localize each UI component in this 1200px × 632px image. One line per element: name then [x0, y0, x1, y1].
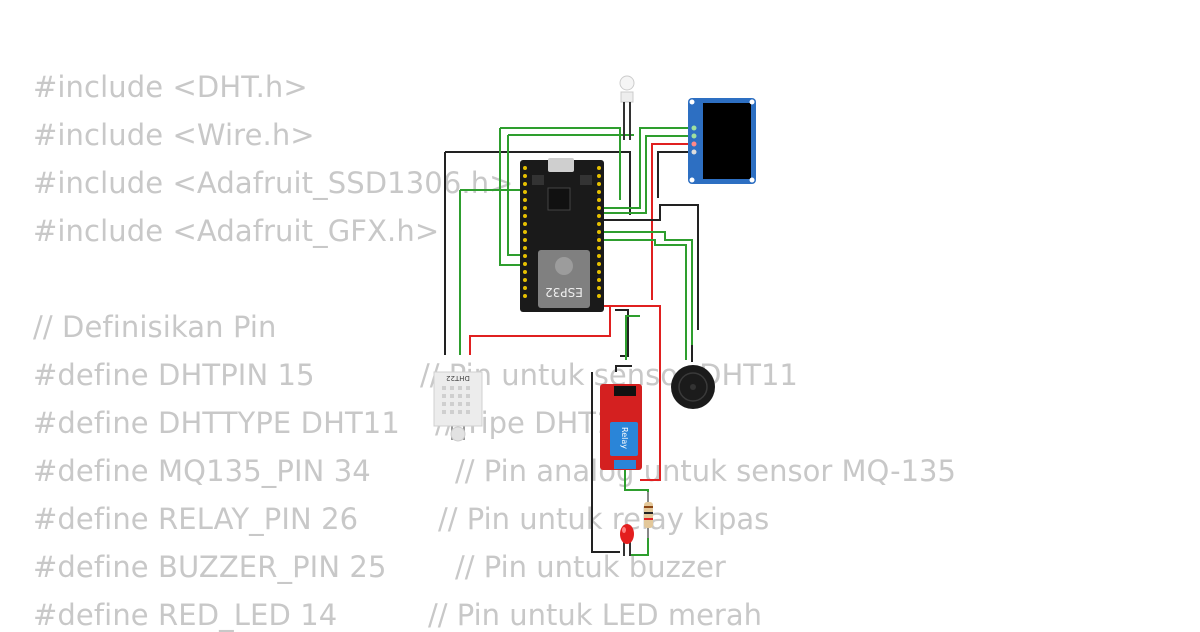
wire-green — [603, 127, 690, 209]
relay-module: Relay — [600, 384, 642, 470]
code-line: #define DHTTYPE DHT11 — [33, 406, 400, 440]
code-comment: // Pin analog untuk sensor MQ-135 — [455, 454, 956, 488]
pin-row-left — [523, 166, 527, 298]
wire-green — [603, 231, 693, 360]
code-line: #define DHTPIN 15 — [33, 358, 315, 392]
wire-green — [603, 239, 687, 360]
white-led — [619, 75, 635, 140]
code-line: #include <Adafruit_GFX.h> — [33, 214, 440, 248]
code-line: #include <DHT.h> — [33, 70, 308, 104]
code-line: #include <Adafruit_SSD1306.h> — [33, 166, 514, 200]
buzzer — [671, 345, 715, 409]
wire-black — [615, 309, 629, 357]
code-line: #define BUZZER_PIN 25 — [33, 550, 387, 584]
wire-green — [624, 470, 649, 556]
dht-sensor: DHT22 — [433, 371, 483, 442]
red-led — [620, 524, 634, 556]
code-line: #define RELAY_PIN 26 — [33, 502, 359, 536]
dht-label: DHT22 — [446, 374, 470, 382]
oled-display — [688, 98, 756, 184]
wire-red — [651, 143, 690, 300]
code-line: #include <Wire.h> — [33, 118, 315, 152]
wire-black — [591, 372, 620, 553]
wire-black — [445, 151, 631, 215]
wire-green — [625, 315, 640, 360]
code-line: #define MQ135_PIN 34 — [33, 454, 371, 488]
wire-green — [603, 135, 690, 214]
code-comment: // Pin untuk LED merah — [428, 598, 762, 632]
code-line: // Definisikan Pin — [33, 310, 277, 344]
resistor — [644, 492, 653, 538]
mcu-label: ESP32 — [545, 285, 583, 299]
wire-black — [615, 365, 632, 372]
wire-red — [469, 305, 611, 355]
wire-green — [500, 127, 621, 200]
code-comment: // Pin untuk buzzer — [455, 550, 726, 584]
wires — [444, 127, 699, 556]
pin-row-right — [597, 166, 601, 298]
wire-black — [657, 151, 690, 198]
wire-black — [603, 204, 699, 330]
wire-green — [507, 135, 522, 256]
wire-red — [603, 305, 661, 481]
wire-green — [499, 128, 522, 266]
esp32-board: ESP32 — [520, 158, 604, 312]
code-line: #define RED_LED 14 — [33, 598, 338, 632]
relay-label: Relay — [620, 427, 629, 449]
